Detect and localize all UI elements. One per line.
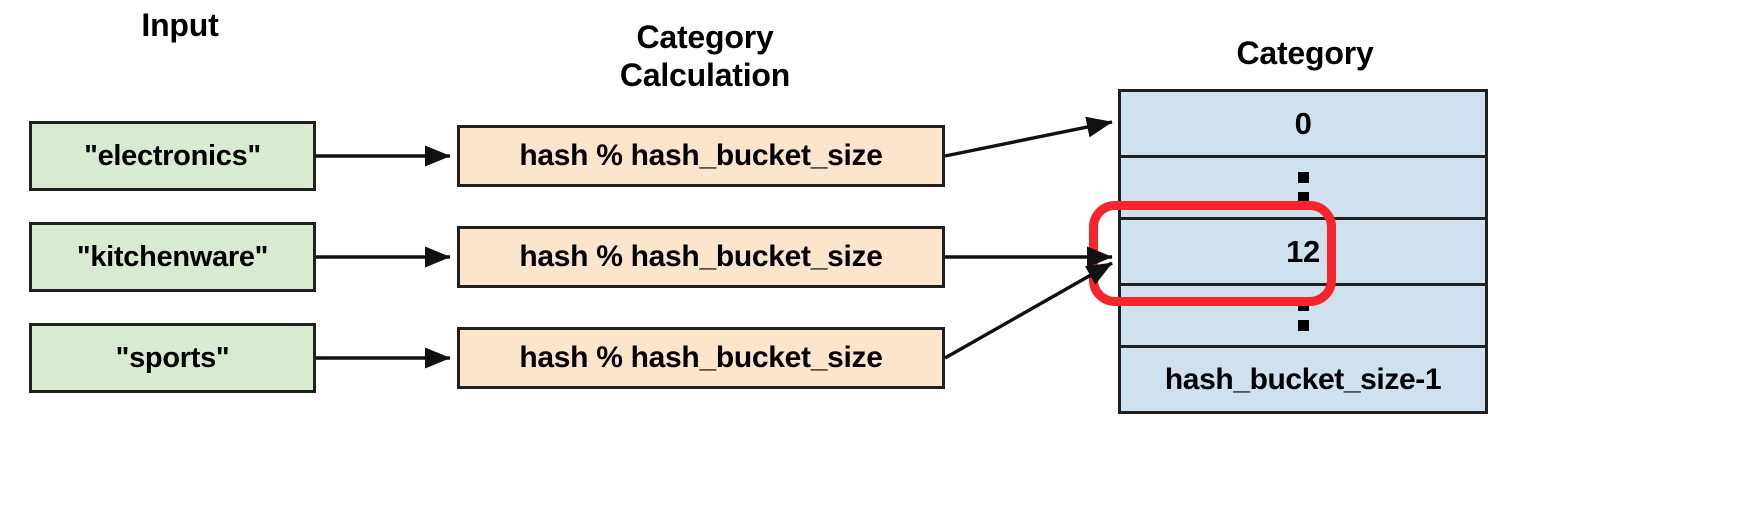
category-row-label: 12: [1286, 233, 1320, 269]
column-heading-category: Category: [1236, 35, 1374, 71]
category-row-last[interactable]: hash_bucket_size-1: [1121, 348, 1485, 411]
category-bucket-table: 0 12 hash_bucket_size-1: [1118, 89, 1488, 414]
category-row-label: hash_bucket_size-1: [1164, 362, 1442, 396]
category-row-ellipsis-top: [1121, 158, 1485, 220]
input-box-label: "kitchenware": [76, 240, 269, 273]
ellipsis-square-icon: [1297, 299, 1309, 311]
ellipsis-square-icon: [1297, 171, 1309, 183]
calculation-box-1[interactable]: hash % hash_bucket_size: [457, 125, 945, 187]
category-row-12[interactable]: 12: [1121, 220, 1485, 286]
input-box-sports[interactable]: "sports": [29, 323, 316, 393]
input-box-kitchenware[interactable]: "kitchenware": [29, 222, 316, 292]
calculation-box-label: hash % hash_bucket_size: [519, 240, 883, 273]
input-box-label: "electronics": [84, 139, 261, 172]
category-row-0[interactable]: 0: [1121, 92, 1485, 158]
column-heading-category-calculation: Category Calculation: [619, 19, 791, 93]
arrow-calc3-to-bucket-12: [944, 261, 1113, 360]
ellipsis-square-icon: [1297, 320, 1309, 332]
column-heading-input: Input: [141, 7, 219, 43]
category-row-ellipsis-bottom: [1121, 286, 1485, 348]
calculation-box-label: hash % hash_bucket_size: [519, 139, 883, 172]
calculation-box-label: hash % hash_bucket_size: [519, 341, 883, 374]
input-box-label: "sports": [115, 341, 230, 374]
category-row-label: 0: [1294, 105, 1312, 141]
calculation-box-2[interactable]: hash % hash_bucket_size: [457, 226, 945, 288]
calculation-box-3[interactable]: hash % hash_bucket_size: [457, 327, 945, 389]
input-box-electronics[interactable]: "electronics": [29, 121, 316, 191]
ellipsis-square-icon: [1297, 192, 1309, 204]
arrow-calc1-to-bucket-0: [944, 116, 1113, 158]
